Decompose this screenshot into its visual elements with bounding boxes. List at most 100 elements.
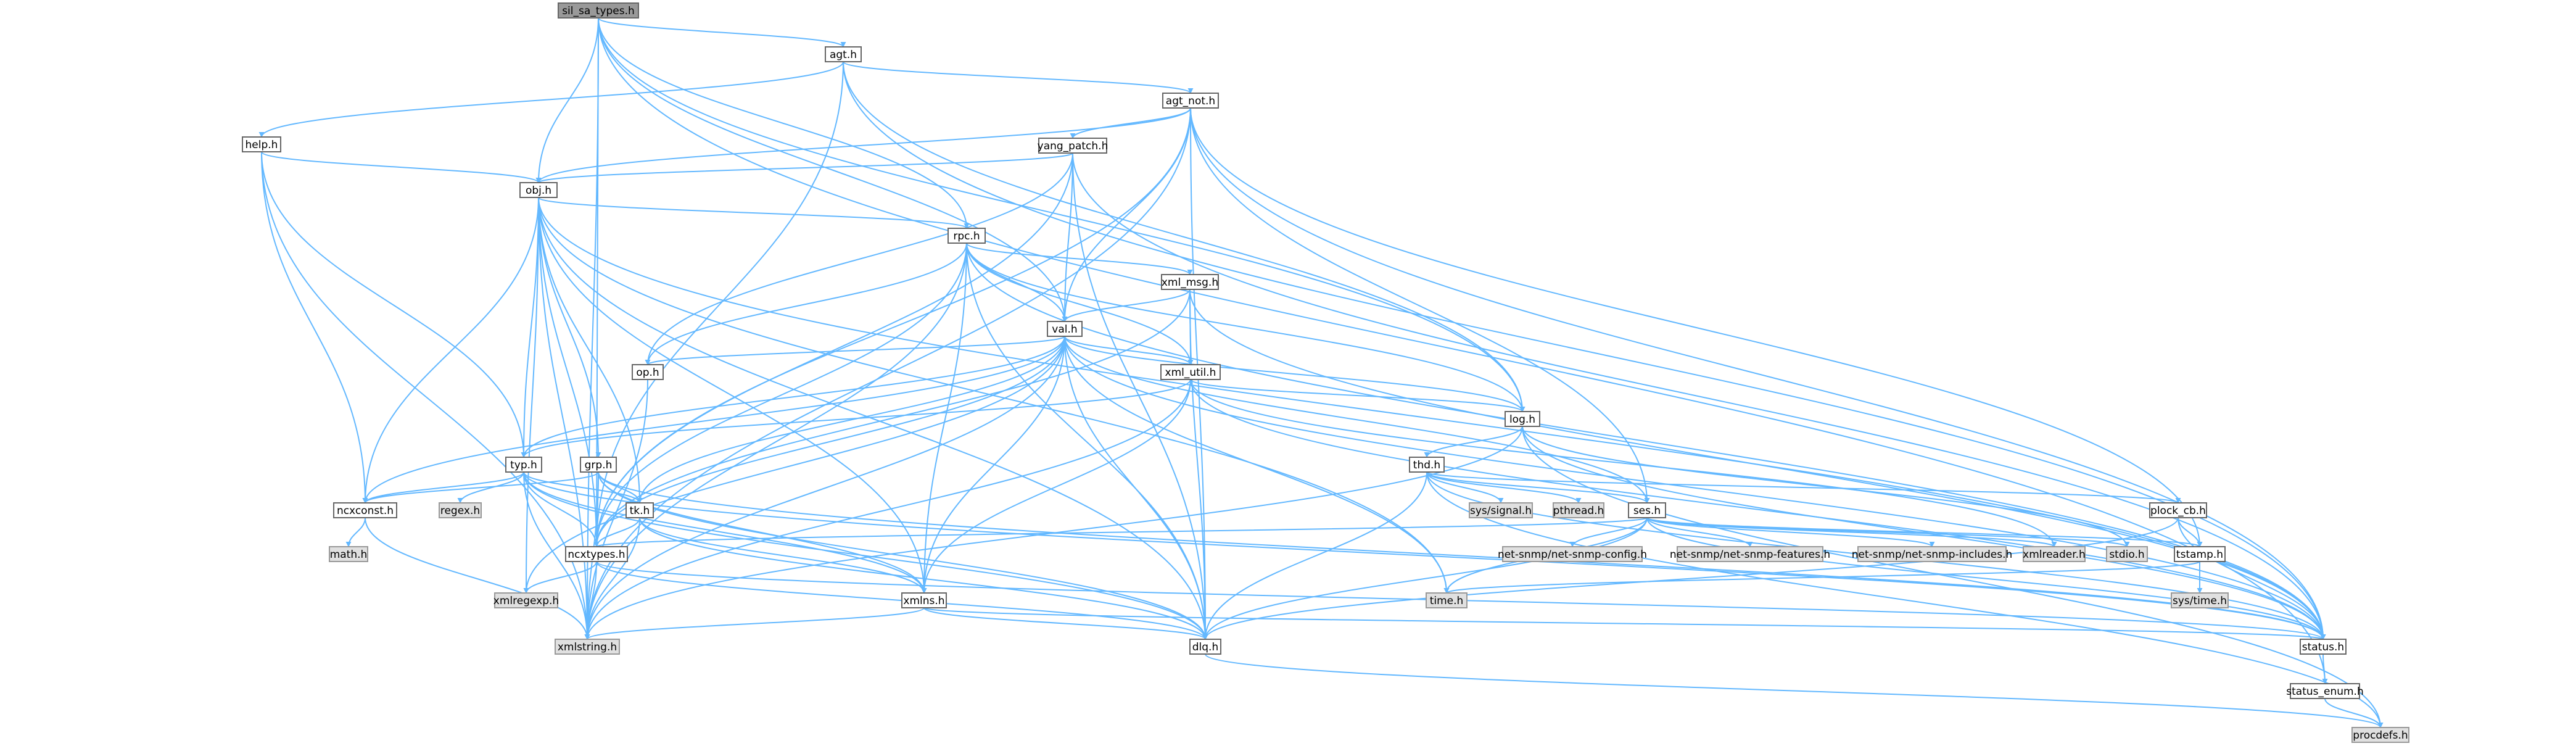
node-box bbox=[494, 592, 558, 608]
node-val[interactable]: val.h bbox=[1047, 321, 1083, 337]
edge-val-to-xmlstring bbox=[584, 336, 1065, 640]
edge-yang_patch-to-dlq bbox=[1072, 152, 1208, 640]
node-box bbox=[1160, 364, 1221, 380]
node-help[interactable]: help.h bbox=[242, 136, 281, 152]
node-box bbox=[565, 546, 628, 562]
node-label: pthread.h bbox=[1553, 505, 1604, 517]
edge-thd-to-procdefs bbox=[1426, 471, 2384, 728]
edge-help-to-obj bbox=[261, 151, 542, 183]
edge-rpc-to-ncxtypes bbox=[593, 242, 967, 547]
node-status-enum[interactable]: status_enum.h bbox=[2286, 683, 2364, 699]
node-xmlns[interactable]: xmlns.h bbox=[901, 592, 947, 608]
node-ses[interactable]: ses.h bbox=[1628, 502, 1666, 518]
node-tstamp[interactable]: tstamp.h bbox=[2174, 546, 2226, 562]
node-box bbox=[242, 136, 281, 152]
node-label: plock_cb.h bbox=[2150, 505, 2206, 517]
edge-yang_patch-to-status bbox=[1072, 152, 2326, 640]
node-plock-cb[interactable]: plock_cb.h bbox=[2149, 502, 2207, 518]
edge-thd-to-pthread bbox=[1426, 471, 1582, 504]
node-box bbox=[1469, 502, 1533, 518]
edge-help-to-ncxconst bbox=[261, 151, 368, 504]
node-grp[interactable]: grp.h bbox=[580, 457, 617, 473]
edge-layer bbox=[258, 17, 2384, 728]
node-xml-msg[interactable]: xml_msg.h bbox=[1161, 274, 1219, 290]
edge-sil_sa_types-to-log bbox=[598, 17, 1525, 412]
edge-ses-to-tstamp bbox=[1646, 517, 2203, 547]
edge-help-to-typ bbox=[261, 151, 527, 458]
edge-val-to-op bbox=[645, 336, 1065, 365]
node-log[interactable]: log.h bbox=[1505, 411, 1540, 427]
edge-ncxtypes-to-xmlregexp bbox=[523, 561, 597, 594]
edge-ses-to-status bbox=[1646, 517, 2326, 640]
edge-ses-to-stdio bbox=[1646, 517, 2130, 547]
edge-ses-to-nsincludes bbox=[1646, 517, 1935, 547]
node-agt-not[interactable]: agt_not.h bbox=[1162, 93, 1219, 109]
node-typ[interactable]: typ.h bbox=[505, 457, 542, 473]
edge-status_enum-to-procdefs bbox=[2324, 698, 2384, 728]
edge-val-to-ncxtypes bbox=[593, 336, 1065, 547]
node-label: net-snmp/net-snmp-includes.h bbox=[1852, 549, 2013, 561]
edge-typ-to-tk bbox=[523, 471, 643, 504]
edge-agt-to-agt_not bbox=[843, 61, 1194, 94]
node-status[interactable]: status.h bbox=[2300, 639, 2347, 655]
node-xml-util[interactable]: xml_util.h bbox=[1160, 364, 1221, 380]
node-time: time.h bbox=[1426, 592, 1468, 608]
node-op[interactable]: op.h bbox=[632, 364, 664, 380]
edge-yang_patch-to-obj bbox=[535, 152, 1073, 183]
node-label: tstamp.h bbox=[2176, 549, 2223, 561]
node-box bbox=[2106, 546, 2148, 562]
edge-xml_msg-to-status bbox=[1189, 289, 2326, 640]
node-label: stdio.h bbox=[2109, 549, 2144, 561]
edge-rpc-to-log bbox=[966, 242, 1525, 412]
edge-obj-to-tk bbox=[538, 197, 643, 504]
node-thd[interactable]: thd.h bbox=[1409, 457, 1445, 473]
node-label: typ.h bbox=[510, 459, 537, 471]
edge-xml_util-to-log bbox=[1190, 379, 1525, 412]
node-box bbox=[519, 182, 558, 198]
node-box bbox=[558, 2, 639, 19]
node-agt[interactable]: agt.h bbox=[825, 46, 862, 62]
edge-rpc-to-xml_msg bbox=[966, 242, 1193, 275]
node-tk[interactable]: tk.h bbox=[625, 502, 654, 518]
edge-obj-to-dlq bbox=[538, 197, 1208, 640]
edge-xml_util-to-typ bbox=[521, 379, 1191, 458]
edge-val-to-typ bbox=[521, 336, 1065, 458]
edge-grp-to-dlq bbox=[598, 471, 1208, 640]
node-box bbox=[2300, 639, 2347, 655]
edge-typ-to-xmlstring bbox=[523, 471, 590, 640]
edge-val-to-time bbox=[1064, 336, 1450, 594]
node-label: xmlreader.h bbox=[2023, 549, 2086, 561]
node-obj[interactable]: obj.h bbox=[519, 182, 558, 198]
edge-val-to-ncxconst bbox=[362, 336, 1065, 504]
node-ncxtypes[interactable]: ncxtypes.h bbox=[565, 546, 628, 562]
node-rpc[interactable]: rpc.h bbox=[947, 228, 986, 244]
edge-sil_sa_types-to-obj bbox=[535, 17, 599, 183]
edge-xmlns-to-dlq bbox=[923, 607, 1208, 640]
node-yang-patch[interactable]: yang_patch.h bbox=[1038, 138, 1108, 154]
edge-thd-to-dlq bbox=[1202, 471, 1427, 640]
node-box bbox=[1426, 592, 1468, 608]
node-box bbox=[439, 502, 482, 518]
node-dlq[interactable]: dlq.h bbox=[1189, 639, 1221, 655]
node-box bbox=[825, 46, 862, 62]
edge-rpc-to-dlq bbox=[966, 242, 1208, 640]
edge-agt_not-to-xmlstring bbox=[584, 107, 1191, 640]
edge-log-to-stdio bbox=[1522, 426, 2130, 547]
edge-val-to-status bbox=[1064, 336, 2326, 640]
edge-sil_sa_types-to-rpc bbox=[598, 17, 970, 229]
node-label: tk.h bbox=[630, 505, 650, 517]
node-label: ncxtypes.h bbox=[568, 549, 625, 561]
node-ncxconst[interactable]: ncxconst.h bbox=[333, 502, 397, 518]
edge-agt_not-to-yang_patch bbox=[1070, 107, 1191, 139]
edge-agt_not-to-ses bbox=[1190, 107, 1650, 504]
edge-xmlns-to-status bbox=[923, 607, 2326, 640]
node-math: math.h bbox=[329, 546, 368, 562]
node-sil-sa-types[interactable]: sil_sa_types.h bbox=[558, 2, 639, 19]
edge-obj-to-xmlstring bbox=[538, 197, 590, 640]
node-label: time.h bbox=[1430, 595, 1464, 607]
node-label: obj.h bbox=[526, 184, 551, 197]
edge-log-to-thd bbox=[1424, 426, 1523, 458]
node-label: log.h bbox=[1509, 413, 1535, 426]
node-label: xmlns.h bbox=[903, 595, 944, 607]
edge-val-to-xml_util bbox=[1064, 336, 1194, 365]
